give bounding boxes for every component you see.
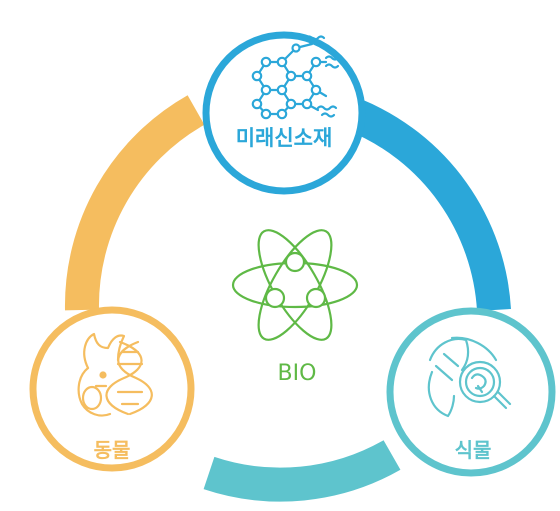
leaf-magnifier-icon xyxy=(427,336,512,418)
arc-left-to-top xyxy=(64,95,205,311)
node-left-circle xyxy=(29,306,195,472)
animal-dna-icon xyxy=(77,332,153,417)
atom-icon xyxy=(231,229,359,341)
molecule-network-icon xyxy=(251,35,340,120)
arc-right-to-left xyxy=(203,440,401,502)
arc-top-to-right xyxy=(348,99,511,312)
center-label-bio: BIO xyxy=(277,361,317,386)
node-label-animals: 동물 xyxy=(93,438,131,462)
node-label-new-materials: 미래신소재 xyxy=(235,126,333,150)
node-label-plants: 식물 xyxy=(454,438,492,462)
